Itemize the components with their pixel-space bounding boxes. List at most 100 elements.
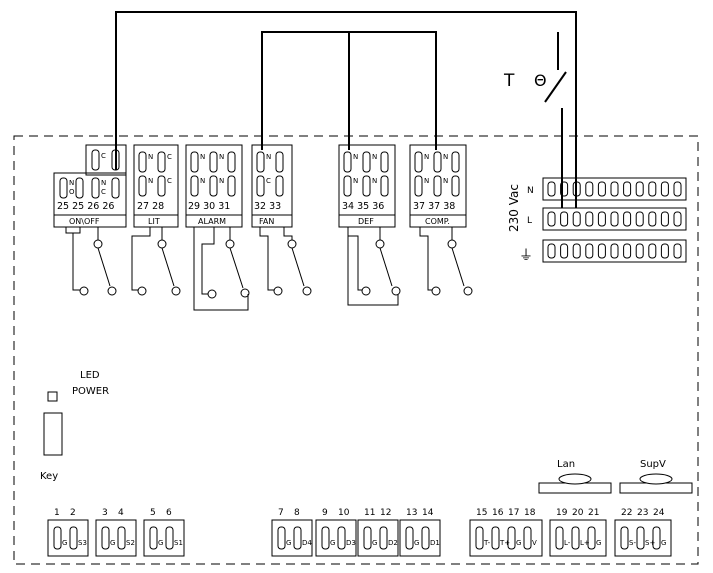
connector-pin[interactable] <box>69 526 78 550</box>
connector-pin-label: D4 <box>302 539 312 547</box>
relay-caption: LIT <box>148 217 160 226</box>
relay-caption: ON\OFF <box>69 217 100 226</box>
terminal-screw[interactable] <box>597 243 606 259</box>
terminal-screw[interactable] <box>560 211 569 227</box>
connector-number: 21 <box>588 508 599 518</box>
connector-pin[interactable] <box>117 526 126 550</box>
connector-pin-label: D3 <box>346 539 356 547</box>
contact-mark: C <box>167 177 172 185</box>
terminal-screw[interactable] <box>660 181 669 197</box>
connector-pin-label: T- <box>483 539 491 547</box>
connector-pin[interactable] <box>523 526 532 550</box>
relay-block-lit: N C N C 27 28 LIT <box>133 144 179 228</box>
connector-pin[interactable] <box>53 526 62 550</box>
terminal-screw[interactable] <box>585 243 594 259</box>
connector-pin[interactable] <box>555 526 564 550</box>
contact-mark: N <box>219 153 224 161</box>
connector-pin[interactable] <box>475 526 484 550</box>
connector-pin-label: V <box>532 539 537 547</box>
terminal-screw[interactable] <box>648 211 657 227</box>
terminal-screw[interactable] <box>585 181 594 197</box>
connector-pin-label: S+ <box>645 539 655 547</box>
supv-port[interactable] <box>619 473 693 494</box>
relay-block-comp: N N N N 37 37 38 COMP. <box>409 144 467 228</box>
key-slot <box>43 412 63 456</box>
contact-mark: N <box>266 153 271 161</box>
terminal-screw[interactable] <box>610 211 619 227</box>
connector-pin-label: S3 <box>78 539 87 547</box>
terminal-screw[interactable] <box>623 211 632 227</box>
terminal-screw[interactable] <box>610 181 619 197</box>
connector-pin[interactable] <box>165 526 174 550</box>
connector-pin-label: G <box>372 539 377 547</box>
connector-pin[interactable] <box>421 526 430 550</box>
connector-pin[interactable] <box>636 526 645 550</box>
connector-number: 13 <box>406 508 417 518</box>
terminal-screw[interactable] <box>648 181 657 197</box>
terminal-screw[interactable] <box>660 211 669 227</box>
terminal-screw[interactable] <box>635 181 644 197</box>
terminal-strip-row <box>542 207 687 231</box>
connector-pin[interactable] <box>491 526 500 550</box>
led-power-label: POWER <box>72 386 109 397</box>
connector-pin[interactable] <box>101 526 110 550</box>
terminal-screw[interactable] <box>623 243 632 259</box>
terminal-screw[interactable] <box>673 211 682 227</box>
supv-port-label: SupV <box>640 459 666 470</box>
supply-terminal-strips <box>542 177 687 263</box>
terminal-numbers: 37 37 38 <box>413 201 455 212</box>
terminal-screw[interactable] <box>572 243 581 259</box>
relay-caption: FAN <box>259 217 274 226</box>
terminal-screw[interactable] <box>597 181 606 197</box>
terminal-screw[interactable] <box>635 211 644 227</box>
connector-pin[interactable] <box>321 526 330 550</box>
connector-number: 23 <box>637 508 648 518</box>
terminal-screw[interactable] <box>572 181 581 197</box>
connector-number: 19 <box>556 508 568 518</box>
terminal-screw[interactable] <box>673 243 682 259</box>
connector-number: 18 <box>524 508 536 518</box>
connector-pin[interactable] <box>620 526 629 550</box>
terminal-screw[interactable] <box>660 243 669 259</box>
connector-number: 4 <box>118 508 124 518</box>
contact-mark: N <box>219 177 224 185</box>
terminal-screw[interactable] <box>648 243 657 259</box>
contact-mark: N <box>424 177 429 185</box>
contact-mark: C <box>101 188 106 196</box>
connector-pin[interactable] <box>652 526 661 550</box>
connector-pin[interactable] <box>363 526 372 550</box>
connector-pin[interactable] <box>507 526 516 550</box>
connector-pin[interactable] <box>337 526 346 550</box>
connector-number: 11 <box>364 508 375 518</box>
terminal-screw[interactable] <box>610 243 619 259</box>
terminal-screw[interactable] <box>673 181 682 197</box>
connector-pin[interactable] <box>405 526 414 550</box>
contact-mark: N <box>200 153 205 161</box>
contact-mark: N <box>424 153 429 161</box>
connector-pin[interactable] <box>277 526 286 550</box>
terminal-screw[interactable] <box>572 211 581 227</box>
terminal-screw[interactable] <box>623 181 632 197</box>
connector-pin[interactable] <box>379 526 388 550</box>
connector-pin[interactable] <box>587 526 596 550</box>
terminal-numbers: 29 30 31 <box>188 201 230 212</box>
connector-pin-label: G <box>516 539 521 547</box>
connector-pin[interactable] <box>149 526 158 550</box>
terminal-screw[interactable] <box>597 211 606 227</box>
terminal-screw[interactable] <box>547 181 556 197</box>
terminal-screw[interactable] <box>560 243 569 259</box>
terminal-strip-row <box>542 239 687 263</box>
connector-number: 7 <box>278 508 284 518</box>
terminal-screw[interactable] <box>547 211 556 227</box>
connector-pin[interactable] <box>293 526 302 550</box>
terminal-screw[interactable] <box>635 243 644 259</box>
terminal-screw[interactable] <box>547 243 556 259</box>
lan-port[interactable] <box>538 473 612 494</box>
contact-mark: C <box>266 177 271 185</box>
terminal-screw[interactable] <box>560 181 569 197</box>
connector-pin[interactable] <box>571 526 580 550</box>
terminal-screw[interactable] <box>585 211 594 227</box>
